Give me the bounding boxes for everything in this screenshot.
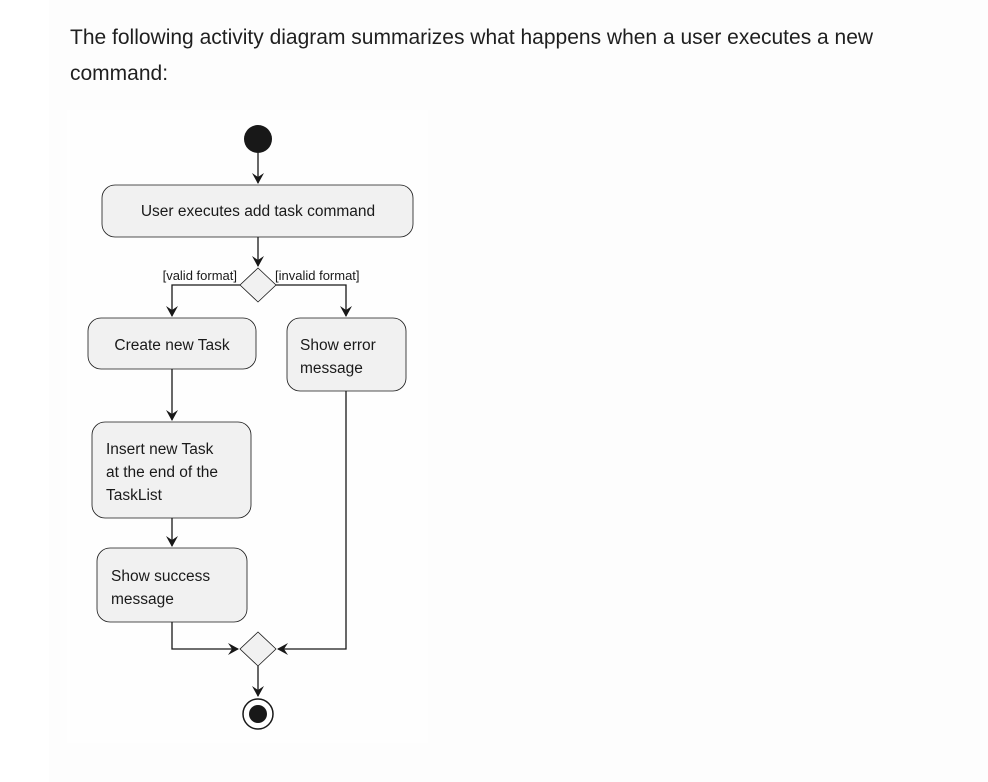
node-show-success bbox=[96, 547, 248, 623]
guard-valid-format: [valid format] bbox=[163, 268, 237, 283]
node-show-error bbox=[286, 317, 407, 392]
merge-node bbox=[239, 631, 277, 667]
node-user-executes-label: User executes add task command bbox=[141, 203, 375, 220]
node-insert-task-label-line1: Insert new Task bbox=[106, 441, 214, 458]
node-show-error-label-line2: message bbox=[300, 360, 363, 377]
activity-diagram-svg: User executes add task command [valid fo… bbox=[87, 125, 414, 730]
activity-diagram: User executes add task command [valid fo… bbox=[67, 110, 428, 743]
edge-decision-to-show-error bbox=[276, 284, 352, 317]
edge-show-success-to-merge bbox=[171, 622, 239, 655]
intro-paragraph: The following activity diagram summarize… bbox=[70, 26, 874, 85]
guard-invalid-format: [invalid format] bbox=[275, 268, 360, 283]
edge-show-error-to-merge bbox=[277, 391, 347, 655]
node-create-task-label: Create new Task bbox=[114, 337, 229, 354]
decision-node bbox=[239, 267, 277, 303]
node-show-success-label-line2: message bbox=[111, 591, 174, 608]
node-insert-task-label-line3: TaskList bbox=[106, 487, 163, 504]
node-show-error-label-line1: Show error bbox=[300, 337, 376, 354]
edge-decision-to-create-task bbox=[166, 284, 240, 317]
node-show-success-label-line1: Show success bbox=[111, 568, 210, 585]
end-node-inner bbox=[249, 705, 267, 723]
node-insert-task-label-line2: at the end of the bbox=[106, 464, 218, 481]
start-node bbox=[244, 125, 272, 153]
